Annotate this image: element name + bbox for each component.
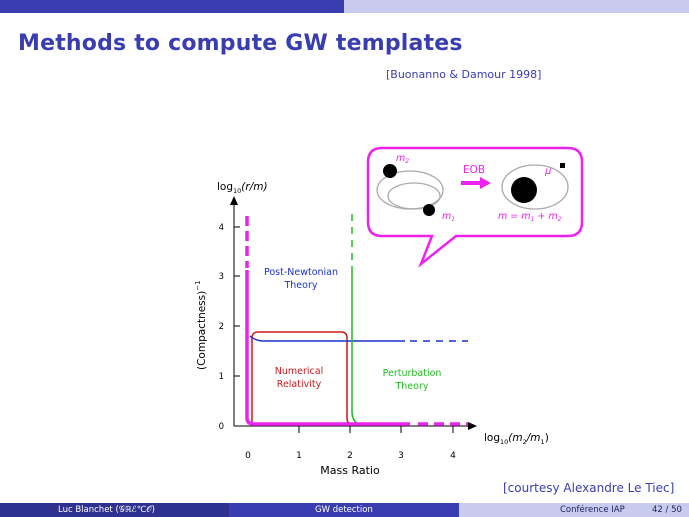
y-tick-2: 2: [219, 322, 224, 332]
pn-region-boundary: [249, 335, 405, 342]
x-axis-label: log10(m2/m1): [484, 432, 549, 446]
nr-label-line2: Relativity: [277, 379, 322, 390]
y-axis-arrow: [230, 196, 238, 205]
y-axis-top-label: log10(r/m): [217, 181, 268, 195]
mu-label: μ: [544, 166, 551, 177]
x-tick-3: 3: [398, 451, 404, 461]
y-tick-0: 0: [219, 422, 224, 432]
footer-venue: Conférence IAP: [560, 505, 625, 515]
body-mu: [560, 163, 565, 168]
effective-orbit: [501, 164, 569, 210]
y-tick-3: 3: [219, 272, 224, 282]
top-bar: [0, 0, 689, 13]
footer-venue-segment: Conférence IAP 42 / 50: [459, 503, 689, 517]
footer-author: Luc Blanchet (𝒢ℝℰ℃𝒪): [58, 505, 155, 515]
eob-arrow-head: [480, 177, 491, 189]
eob-boundary: [245, 270, 410, 426]
body-m1: [423, 204, 435, 216]
footer-author-segment: Luc Blanchet (𝒢ℝℰ℃𝒪): [0, 503, 229, 517]
pt-region-boundary: [351, 266, 359, 425]
x-axis-title: Mass Ratio: [320, 464, 380, 477]
x-ticks: [298, 426, 454, 433]
x-tick-1: 1: [296, 451, 302, 461]
pn-label-line1: Post-Newtonian: [264, 267, 338, 278]
slide-title: Methods to compute GW templates: [18, 31, 463, 56]
y-tick-1: 1: [219, 372, 224, 382]
top-bar-right: [344, 0, 689, 13]
reference-citation: [Buonanno & Damour 1998]: [386, 68, 542, 81]
nr-label-line1: Numerical: [275, 366, 323, 377]
courtesy-credit: [courtesy Alexandre Le Tiec]: [503, 481, 675, 495]
pt-label-line2: Theory: [394, 381, 428, 392]
nr-region-boundary: [251, 331, 353, 425]
m1-label: m1: [442, 211, 455, 223]
eob-inset-bubble: [366, 146, 584, 268]
y-tick-4: 4: [219, 223, 224, 233]
x-tick-2: 2: [347, 451, 353, 461]
x-tick-4: 4: [450, 451, 456, 461]
eob-label: EOB: [463, 164, 485, 176]
m2-label: m2: [396, 153, 409, 165]
body-total-mass: [511, 177, 537, 203]
top-bar-left: [0, 0, 344, 13]
pt-label-line1: Perturbation: [383, 368, 442, 379]
x-tick-0: 0: [245, 451, 251, 461]
footer-topic-segment: GW detection: [229, 503, 459, 517]
footer-topic: GW detection: [315, 505, 373, 515]
footer-bar: Luc Blanchet (𝒢ℝℰ℃𝒪) GW detection Confér…: [0, 503, 689, 517]
orbit-inner: [387, 182, 441, 210]
pn-label-line2: Theory: [283, 280, 317, 291]
x-axis-arrow: [468, 422, 477, 430]
footer-page-number: 42 / 50: [652, 505, 682, 515]
y-axis-side-label: (Compactness)−1: [194, 280, 208, 370]
y-ticks: [234, 226, 240, 377]
mass-equation: m = m1 + m2: [498, 211, 562, 223]
body-m2: [383, 164, 397, 178]
